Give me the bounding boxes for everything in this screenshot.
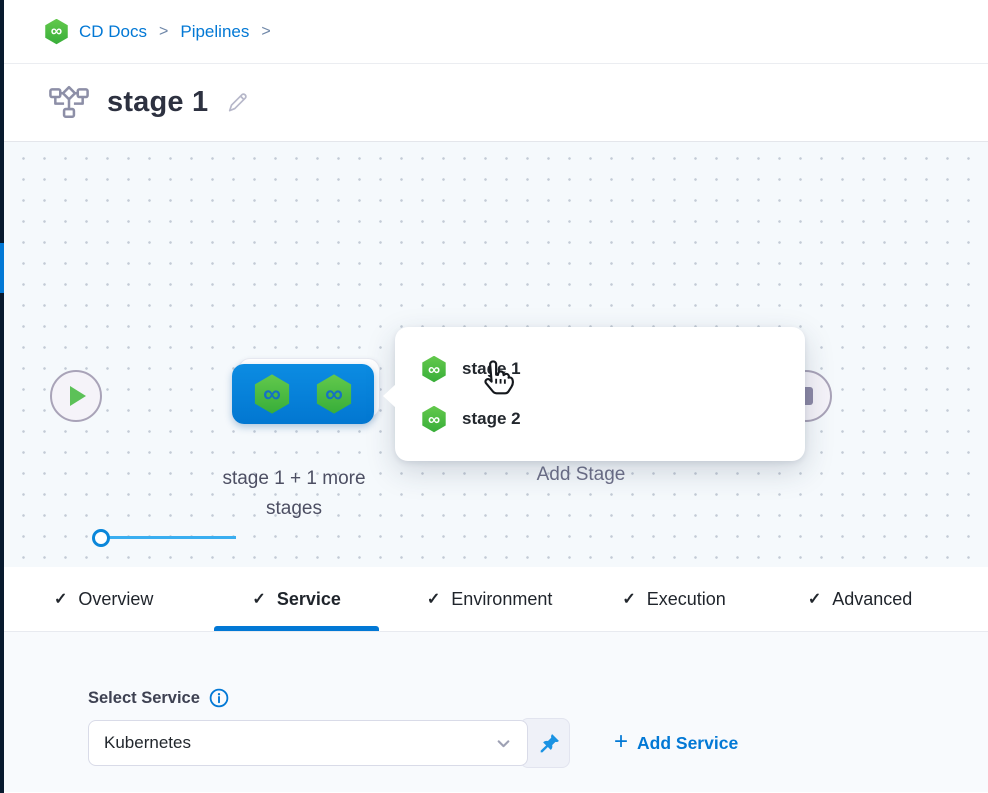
harness-project-icon: [45, 18, 68, 45]
breadcrumb-separator: >: [261, 22, 271, 40]
chevron-down-icon: [495, 735, 512, 752]
stage-hexagon-icon: [316, 374, 352, 414]
hand-cursor-icon: [475, 357, 515, 402]
tab-overview[interactable]: ✓ Overview: [54, 588, 154, 609]
start-node-port[interactable]: [92, 529, 110, 547]
popup-item-stage-2[interactable]: stage 2: [395, 394, 805, 444]
pipeline-edge: [100, 536, 236, 539]
stage-hexagon-icon: [422, 355, 446, 383]
stage-hexagon-icon: [254, 374, 290, 414]
tab-advanced[interactable]: ✓ Advanced: [807, 588, 913, 609]
page-title: stage 1: [107, 86, 209, 118]
check-icon: ✓: [622, 591, 636, 608]
edit-title-button[interactable]: [225, 90, 250, 115]
stage-group-node[interactable]: [232, 364, 374, 424]
breadcrumb-separator: >: [159, 22, 169, 40]
check-icon: ✓: [54, 591, 68, 608]
pipeline-graph-icon: [48, 85, 90, 120]
stage-list-popup: stage 1 stage 2: [383, 327, 805, 461]
service-select[interactable]: Kubernetes: [88, 720, 528, 766]
info-icon[interactable]: [209, 688, 229, 708]
add-service-button[interactable]: + Add Service: [614, 728, 739, 755]
tab-execution[interactable]: ✓ Execution: [622, 588, 726, 609]
play-icon: [70, 386, 86, 406]
check-icon: ✓: [426, 591, 441, 608]
breadcrumb-pipelines-link[interactable]: Pipelines: [180, 21, 250, 41]
tab-environment[interactable]: ✓ Environment: [426, 588, 553, 609]
pipeline-studio: CD Docs > Pipelines > stage 1: [4, 0, 988, 792]
popup-item-stage-1[interactable]: stage 1: [395, 344, 805, 394]
stage-group-label: stage 1 + 1 more stages: [222, 468, 366, 519]
select-service-label: Select Service: [88, 688, 200, 707]
pin-service-button[interactable]: [520, 718, 570, 768]
tab-service[interactable]: ✓ Service: [214, 567, 380, 631]
collapsed-nav-strip[interactable]: [0, 0, 4, 793]
nav-active-indicator: [0, 243, 4, 293]
breadcrumb: CD Docs > Pipelines >: [4, 0, 988, 64]
check-icon: ✓: [252, 591, 266, 608]
pencil-icon: [225, 90, 250, 115]
breadcrumb-project-link[interactable]: CD Docs: [79, 21, 148, 41]
stage-hexagon-icon: [422, 405, 446, 433]
stage-header: stage 1: [4, 64, 988, 142]
add-stage-label[interactable]: Add Stage: [536, 464, 626, 485]
pipeline-canvas[interactable]: stage 1 + 1 more stages Add Stage stage …: [4, 142, 988, 567]
start-node[interactable]: [50, 370, 102, 422]
check-icon: ✓: [807, 591, 822, 608]
service-select-value: Kubernetes: [104, 733, 191, 752]
service-panel: Select Service Kubernetes: [4, 632, 988, 792]
plus-icon: +: [614, 728, 629, 755]
stage-tab-bar: ✓ Overview ✓ Service ✓ Environment ✓ Exe…: [4, 567, 988, 632]
pin-icon: [538, 732, 561, 755]
